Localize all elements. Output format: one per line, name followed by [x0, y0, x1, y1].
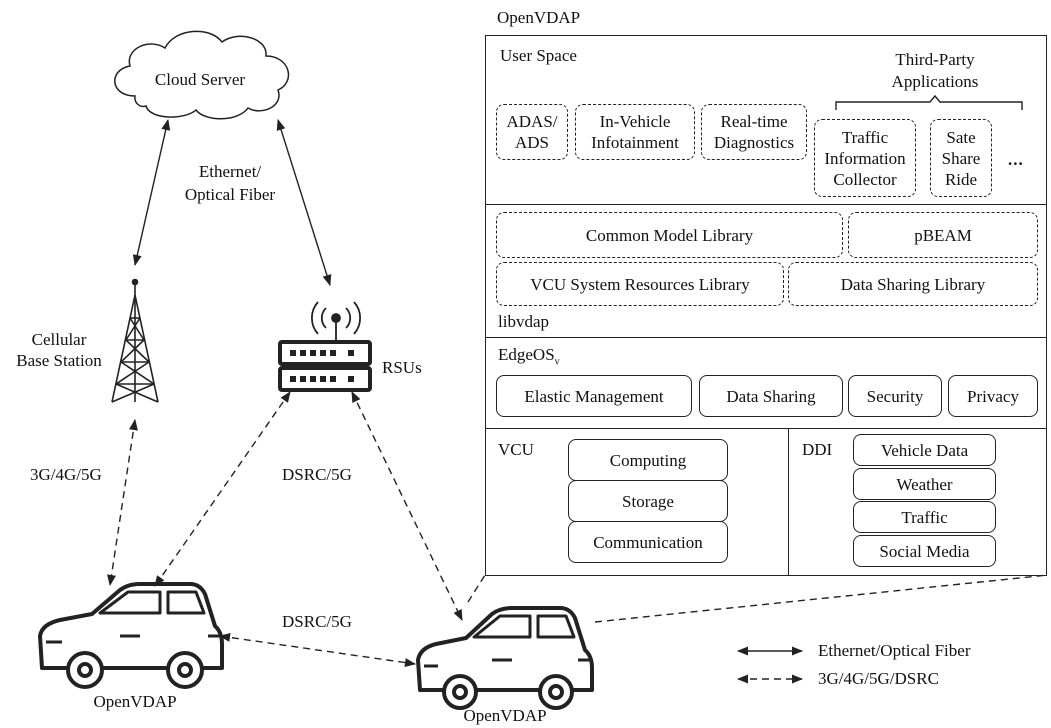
app-sate-share-ride: Sate Share Ride	[930, 119, 992, 197]
pbeam-library: pBEAM	[848, 212, 1038, 258]
app-traffic-collector: Traffic Information Collector	[814, 119, 916, 197]
cellular-tower-icon	[111, 278, 159, 403]
ethernet-link-tower	[132, 118, 171, 267]
link-label-dsrc-upper: DSRC/5G	[282, 465, 352, 484]
app-sate-line2: Share	[941, 148, 981, 168]
user-space-label: User Space	[500, 46, 577, 65]
legend-dashed-label: 3G/4G/5G/DSRC	[818, 669, 939, 688]
link-car-car	[218, 632, 417, 668]
edgeos-label-sub: v	[554, 356, 560, 368]
cloud-server-label: Cloud Server	[154, 70, 246, 89]
panel-title: OpenVDAP	[497, 8, 581, 27]
ddi-traffic: Traffic	[853, 501, 996, 533]
edgeos-data-sharing: Data Sharing	[699, 375, 843, 417]
app-diagnostics-line1: Real-time	[720, 112, 788, 131]
app-adas-line2: ADS	[514, 133, 549, 152]
libvdap-section	[485, 204, 1047, 338]
edgeos-security: Security	[848, 375, 942, 417]
edgeos-label-text: EdgeOS	[498, 345, 555, 364]
cellular-label-line2: Base Station	[16, 351, 102, 370]
edgeos-label: EdgeOSv	[498, 345, 560, 372]
ethernet-label-line1: Ethernet/	[198, 162, 262, 181]
vcu-label: VCU	[498, 440, 534, 459]
cloud-icon	[114, 30, 290, 120]
ddi-label: DDI	[802, 440, 833, 459]
edgeos-elastic-management: Elastic Management	[496, 375, 692, 417]
vcu-resources-library: VCU System Resources Library	[496, 262, 784, 306]
car-right-icon	[416, 606, 594, 710]
data-sharing-library: Data Sharing Library	[788, 262, 1038, 306]
edgeos-privacy: Privacy	[948, 375, 1038, 417]
ddi-weather: Weather	[853, 468, 996, 500]
cellular-label-line1: Cellular	[31, 330, 87, 349]
vcu-storage: Storage	[568, 480, 728, 522]
app-diagnostics: Real-time Diagnostics	[701, 104, 807, 160]
ethernet-link-rsu	[276, 118, 332, 287]
app-diagnostics-line2: Diagnostics	[713, 133, 795, 152]
vcu-computing: Computing	[568, 439, 728, 481]
ddi-vehicle-data: Vehicle Data	[853, 434, 996, 466]
link-rsu-car-right	[351, 390, 463, 622]
car-left-icon	[38, 582, 224, 689]
app-traffic-line3: Collector	[833, 169, 897, 189]
vcu-ddi-divider	[788, 428, 789, 576]
app-adas: ADAS/ ADS	[496, 104, 568, 160]
link-label-3g: 3G/4G/5G	[30, 465, 102, 484]
ddi-social-media: Social Media	[853, 535, 996, 567]
app-adas-line1: ADAS/	[506, 112, 558, 131]
app-traffic-line2: Information	[824, 148, 906, 168]
common-model-library: Common Model Library	[496, 212, 843, 258]
zoom-line-right	[594, 574, 1049, 623]
app-infotainment-line1: In-Vehicle	[599, 112, 671, 131]
app-sate-line1: Sate	[946, 127, 976, 147]
app-traffic-line1: Traffic	[841, 127, 889, 147]
third-party-brace	[835, 94, 1023, 110]
car-left-label: OpenVDAP	[93, 692, 177, 711]
third-party-label-line1: Third-Party	[895, 50, 975, 69]
rsu-icon	[278, 301, 372, 392]
ethernet-label-line2: Optical Fiber	[184, 185, 276, 204]
link-tower-car	[107, 418, 138, 587]
zoom-line-left	[467, 574, 486, 603]
vcu-communication: Communication	[568, 521, 728, 563]
app-infotainment-line2: Infotainment	[591, 133, 679, 152]
link-label-dsrc-lower: DSRC/5G	[282, 612, 352, 631]
more-apps-ellipsis: ...	[1008, 150, 1024, 169]
app-infotainment: In-Vehicle Infotainment	[575, 104, 695, 160]
app-sate-line3: Ride	[944, 169, 978, 189]
libvdap-label: libvdap	[498, 312, 549, 331]
legend-solid-label: Ethernet/Optical Fiber	[818, 641, 971, 660]
link-rsu-car-left	[154, 391, 291, 587]
edgeos-section	[485, 337, 1047, 429]
car-right-label: OpenVDAP	[463, 706, 547, 725]
third-party-label-line2: Applications	[891, 72, 979, 91]
rsus-label: RSUs	[382, 358, 422, 377]
